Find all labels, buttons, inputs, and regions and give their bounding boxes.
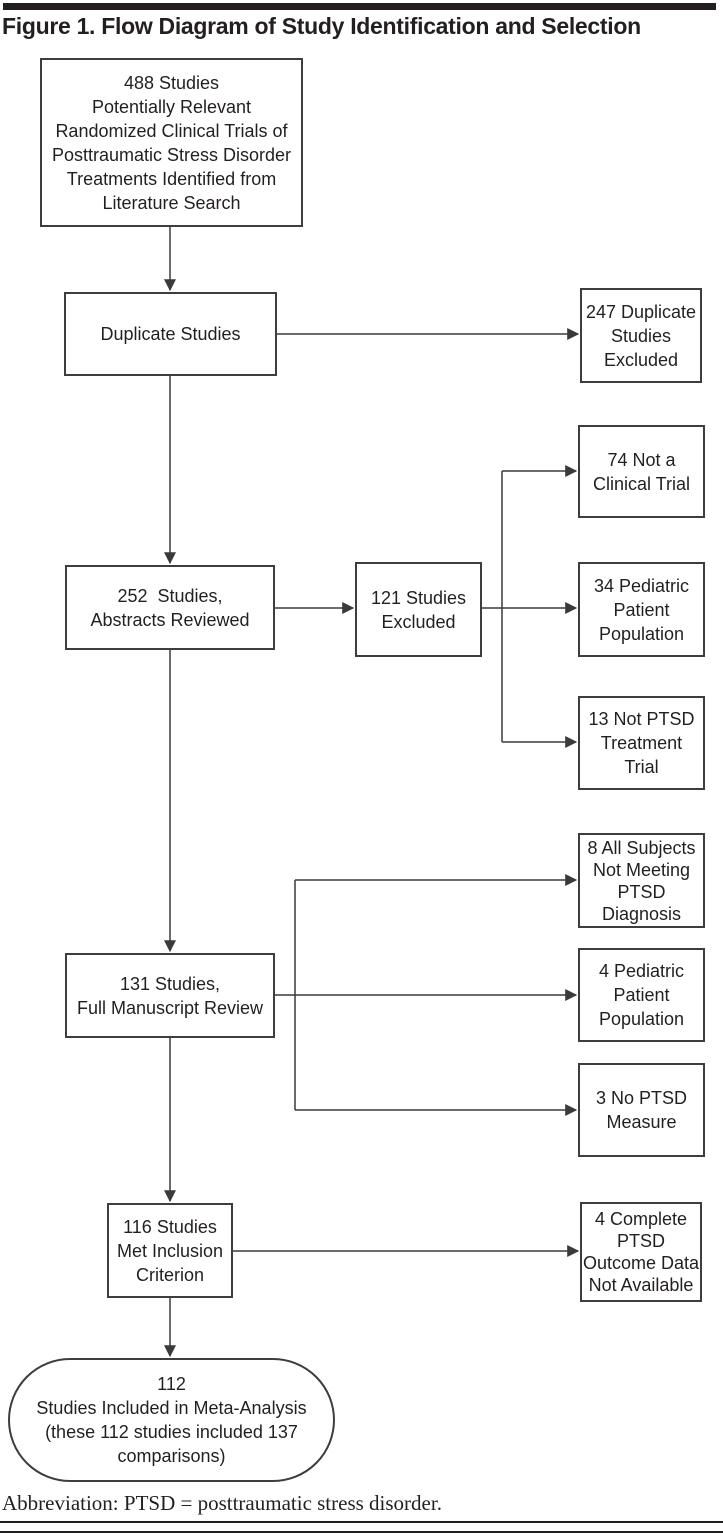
node-74-not-clinical-trial: 74 Not a Clinical Trial bbox=[578, 425, 705, 518]
top-rule-bar bbox=[3, 3, 716, 10]
node-3-no-ptsd-measure: 3 No PTSD Measure bbox=[578, 1063, 705, 1157]
node-488-studies-identified: 488 Studies Potentially Relevant Randomi… bbox=[40, 58, 303, 227]
node-13-not-ptsd-treatment: 13 Not PTSD Treatment Trial bbox=[578, 696, 705, 790]
bottom-rule-upper bbox=[0, 1521, 723, 1523]
bottom-rule-lower bbox=[0, 1531, 723, 1533]
abbreviation-note: Abbreviation: PTSD = posttraumatic stres… bbox=[2, 1491, 442, 1515]
node-4-outcome-not-available: 4 Complete PTSD Outcome Data Not Availab… bbox=[580, 1202, 702, 1302]
node-252-abstracts-reviewed: 252 Studies, Abstracts Reviewed bbox=[65, 565, 275, 650]
node-duplicate-studies: Duplicate Studies bbox=[64, 292, 277, 376]
bracket-excluded121 bbox=[482, 471, 503, 742]
node-112-meta-analysis: 112 Studies Included in Meta-Analysis (t… bbox=[8, 1358, 335, 1482]
node-116-met-inclusion-criterion: 116 Studies Met Inclusion Criterion bbox=[107, 1203, 233, 1298]
node-8-not-meeting-diagnosis: 8 All Subjects Not Meeting PTSD Diagnosi… bbox=[578, 833, 705, 928]
bracket-manuscript bbox=[275, 880, 296, 1110]
node-131-full-manuscript-review: 131 Studies, Full Manuscript Review bbox=[65, 953, 275, 1038]
node-121-studies-excluded: 121 Studies Excluded bbox=[355, 562, 482, 657]
node-34-pediatric-population: 34 Pediatric Patient Population bbox=[578, 562, 705, 657]
figure-title: Figure 1. Flow Diagram of Study Identifi… bbox=[2, 13, 641, 39]
node-247-duplicates-excluded: 247 Duplicate Studies Excluded bbox=[580, 288, 702, 383]
node-4-pediatric-population: 4 Pediatric Patient Population bbox=[578, 948, 705, 1042]
